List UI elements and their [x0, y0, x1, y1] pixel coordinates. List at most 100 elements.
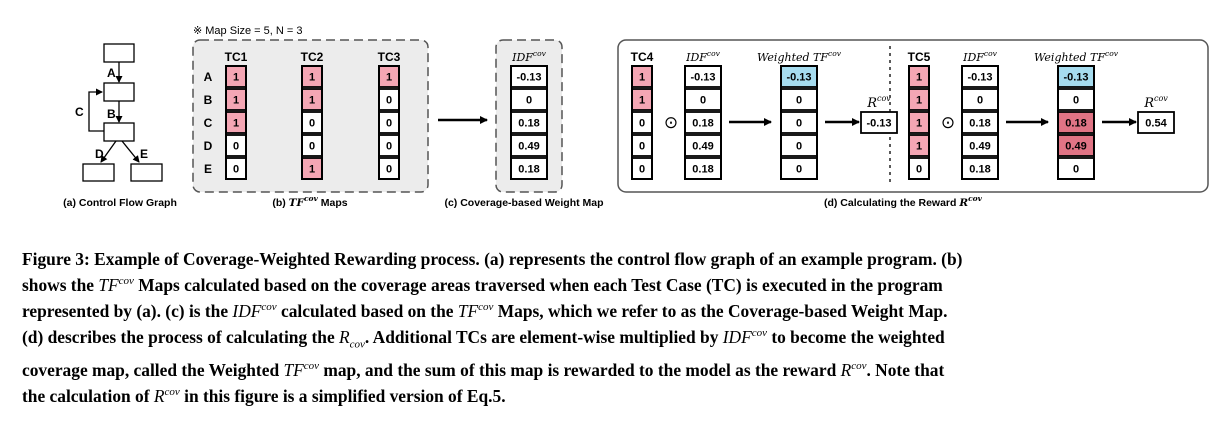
reward-idf-cell-value: -0.13	[690, 72, 715, 84]
reward-idf-cell-value: 0.18	[969, 118, 990, 130]
reward-idf-cell: 0.49	[961, 134, 999, 157]
weighted-cell: 0	[1057, 88, 1095, 111]
reward-value-box-value: 0.54	[1145, 118, 1167, 130]
coverage-cell-value: 1	[639, 72, 645, 84]
reward-tc-header: TC4	[631, 50, 654, 64]
reward-calculation: TC4 1 1 0 0 0 ⊙ IDFcov -0.13 0 0.18 0.49 0.18 Weighte…	[631, 49, 1175, 180]
tf-row-label: B	[204, 93, 213, 107]
coverage-column-border	[631, 65, 653, 180]
figure-caption: Figure 3: Example of Coverage-Weighted R…	[22, 248, 1207, 406]
tf-cell-value: 1	[233, 72, 239, 84]
cfg-label-c: C	[75, 105, 84, 119]
tf-row-label: A	[204, 70, 213, 84]
tf-cell-value: 1	[309, 95, 315, 107]
tf-cell: 0	[378, 134, 400, 157]
caption-line-4: (d) describes the process of calculating…	[22, 326, 945, 350]
weighted-cell: 0.18	[1057, 111, 1095, 134]
reward-value-box: -0.13	[860, 111, 898, 134]
tf-column-header: TC2	[301, 50, 324, 64]
tf-cell-value: 0	[309, 118, 315, 130]
reward-idf-cell-value: 0.18	[969, 164, 990, 176]
tf-cell-value: 0	[386, 118, 392, 130]
weighted-column-border	[1057, 65, 1095, 180]
tf-cell-value: 0	[233, 164, 239, 176]
caption-line-3: represented by (a). (c) is the IDFcov ca…	[22, 300, 948, 321]
tf-column-header: TC1	[225, 50, 248, 64]
idf-cell-value: 0.18	[518, 118, 539, 130]
idf-column: -0.13 0 0.18 0.49 0.18	[510, 65, 548, 180]
tf-cell: 1	[225, 111, 247, 134]
weighted-cell: 0	[780, 88, 818, 111]
reward-idf-cell-value: 0.49	[692, 141, 713, 153]
reward-idf-cell: 0.49	[684, 134, 722, 157]
weighted-tf-header: Weighted TFcov	[757, 49, 842, 64]
tf-cell-value: 1	[386, 72, 392, 84]
cfg-node-e	[130, 163, 163, 182]
tf-column-border	[225, 65, 247, 180]
cfg-label-b: B	[107, 107, 116, 121]
idf-cell-value: 0.49	[518, 141, 539, 153]
reward-idf-cell-value: 0.18	[692, 164, 713, 176]
coverage-cell-value: 1	[916, 141, 922, 153]
reward-idf-cell: -0.13	[684, 65, 722, 88]
idf-cell-value: 0.18	[518, 164, 539, 176]
reward-idf-cell: 0.18	[961, 111, 999, 134]
cfg-node-entry	[103, 43, 135, 63]
reward-value-box: 0.54	[1137, 111, 1175, 134]
coverage-cell: 0	[908, 157, 930, 180]
cfg-caption: (a) Control Flow Graph	[63, 197, 177, 209]
coverage-cell-value: 1	[916, 95, 922, 107]
weighted-cell-value: 0	[796, 118, 802, 130]
coverage-cell: 1	[908, 111, 930, 134]
tf-column-header: TC3	[378, 50, 401, 64]
idf-cell: 0	[510, 88, 548, 111]
coverage-cell: 1	[631, 65, 653, 88]
cfg-label-e: E	[140, 147, 148, 161]
idf-column-border	[510, 65, 548, 180]
coverage-cell: 1	[908, 88, 930, 111]
coverage-cell-value: 0	[639, 141, 645, 153]
tf-column-border	[378, 65, 400, 180]
weighted-cell-value: 0	[1073, 164, 1079, 176]
cfg-node-branch	[103, 122, 135, 142]
reward-idf-cell-value: 0.49	[969, 141, 990, 153]
tf-cell-value: 1	[309, 72, 315, 84]
weighted-cell: 0	[1057, 157, 1095, 180]
coverage-cell-value: 1	[916, 118, 922, 130]
weighted-cell-value: 0.18	[1065, 118, 1086, 130]
tf-cell: 1	[225, 88, 247, 111]
idf-caption: (c) Coverage-based Weight Map	[444, 197, 603, 209]
weighted-tf-header: Weighted TFcov	[1034, 49, 1119, 64]
reward-label: Rcov	[1143, 94, 1168, 111]
weighted-cell-value: -0.13	[786, 72, 811, 84]
tf-cell: 1	[225, 65, 247, 88]
tf-cell: 1	[378, 65, 400, 88]
reward-idf-cell-value: -0.13	[967, 72, 992, 84]
reward-idf-cell: 0.18	[961, 157, 999, 180]
reward-idf-cell: -0.13	[961, 65, 999, 88]
reward-value-box-box	[860, 111, 898, 134]
tf-cell-value: 0	[386, 164, 392, 176]
tf-cell: 0	[225, 134, 247, 157]
reward-idf-cell: 0	[961, 88, 999, 111]
cfg-edge-c	[88, 88, 104, 132]
idf-cell: -0.13	[510, 65, 548, 88]
elementwise-multiply-symbol: ⊙	[664, 113, 678, 132]
tf-cell: 0	[225, 157, 247, 180]
reward-idf-cell: 0.18	[684, 111, 722, 134]
coverage-cell: 1	[908, 65, 930, 88]
tf-cell-value: 0	[309, 141, 315, 153]
weighted-cell-value: 0	[796, 95, 802, 107]
weighted-cell: 0.49	[1057, 134, 1095, 157]
coverage-cell: 0	[631, 134, 653, 157]
reward-idf-cell-value: 0	[700, 95, 706, 107]
idf-cell-value: 0	[526, 95, 532, 107]
tf-cell: 0	[378, 157, 400, 180]
weighted-cell-value: 0	[796, 164, 802, 176]
reward-idf-column-border	[961, 65, 999, 180]
tf-cell-value: 0	[233, 141, 239, 153]
caption-line-5: coverage map, called the Weighted TFcov …	[22, 359, 945, 380]
reward-idf-cell: 0.18	[684, 157, 722, 180]
reward-idf-header: IDFcov	[685, 49, 721, 64]
